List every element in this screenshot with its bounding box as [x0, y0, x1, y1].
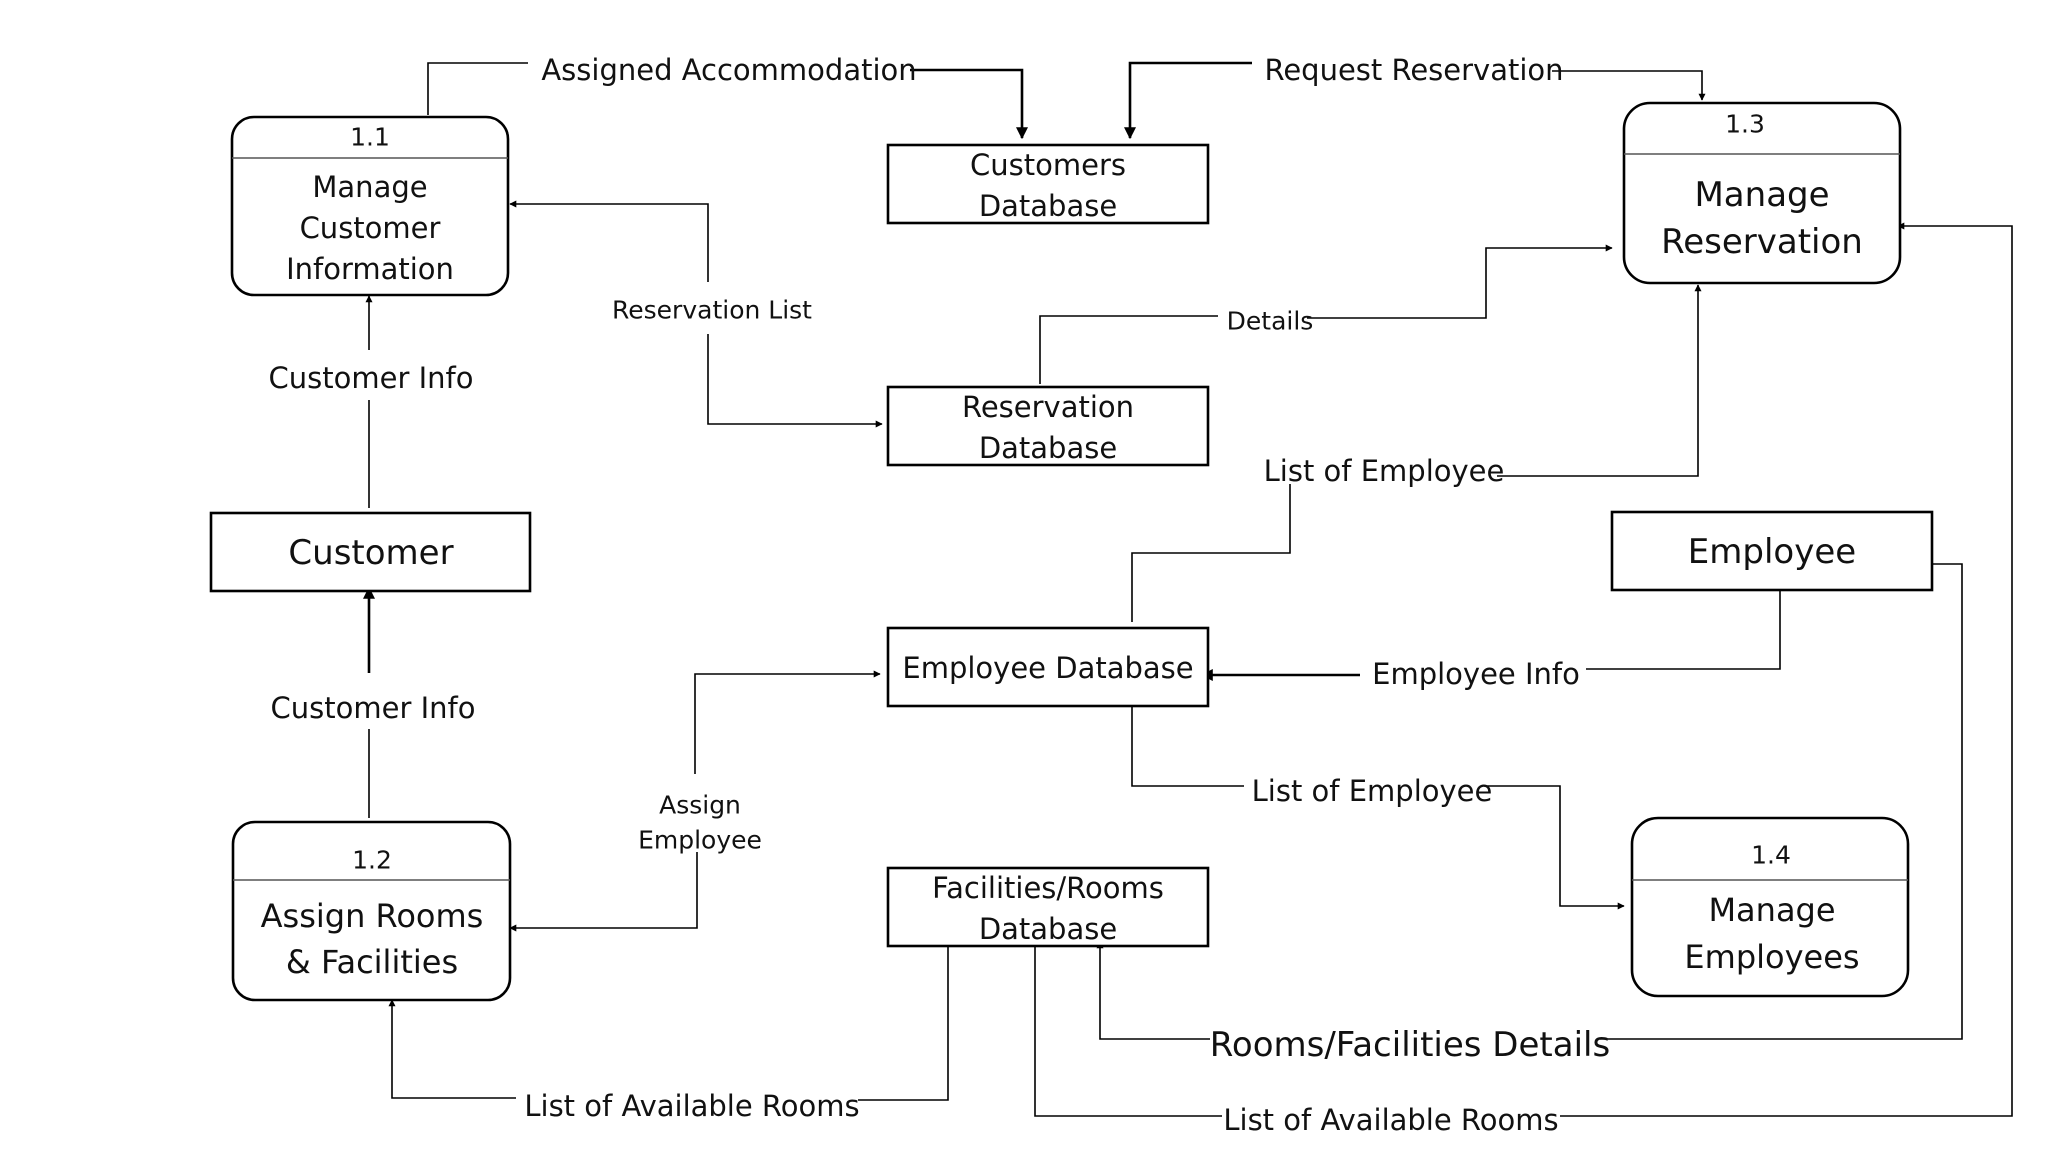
flow-label-reservation-list: Reservation List [612, 296, 812, 325]
flow-line-assign-employee-a [694, 670, 881, 774]
flow-line-assign-employee-b [509, 852, 698, 932]
process-1-2-label-line2: & Facilities [286, 943, 458, 981]
flow-label-list-of-employee-top: List of Employee [1264, 454, 1505, 488]
flow-labels: Assigned Accommodation Request Reservati… [269, 53, 1611, 1137]
process-1-3-label-line1: Manage [1694, 175, 1829, 215]
process-1-1-shape [230, 115, 510, 297]
process-1-1: 1.1 Manage Customer Information [230, 115, 510, 297]
flow-line-available-rooms-left-a [858, 942, 949, 1101]
process-1-2: 1.2 Assign Rooms & Facilities [231, 820, 512, 1002]
flow-label-request-reservation: Request Reservation [1264, 53, 1563, 87]
process-1-4-label-line1: Manage [1708, 891, 1835, 929]
store-reservation-database-line1: Reservation [962, 390, 1134, 424]
flow-label-list-available-rooms-right: List of Available Rooms [1223, 1103, 1558, 1137]
store-employee-database-shape [886, 626, 1210, 708]
flow-line-request-reservation-b [1552, 70, 1706, 101]
store-facilities-rooms-database-line2: Database [979, 912, 1117, 946]
flow-label-assign-employee-line2: Employee [638, 826, 762, 855]
flow-line-employee-info-a [1586, 588, 1781, 670]
flow-line-rooms-facilities-a [1600, 563, 1963, 1040]
process-1-2-shape [231, 820, 512, 1002]
store-facilities-rooms-database-line1: Facilities/Rooms [932, 871, 1164, 905]
process-1-2-id: 1.2 [352, 846, 392, 875]
process-1-3-shape [1622, 101, 1902, 285]
store-customers-database-shape [886, 143, 1210, 225]
flow-line-reservation-list-a [509, 200, 709, 282]
flow-line-rooms-facilities-b [1096, 941, 1210, 1040]
flow-line-reservation-list-b [707, 334, 883, 428]
store-reservation-database: Reservation Database [886, 385, 1210, 467]
flow-label-customer-info-top: Customer Info [269, 361, 474, 395]
process-1-2-label-line1: Assign Rooms [261, 897, 484, 935]
entity-customer-shape [209, 511, 532, 593]
store-facilities-rooms-database-shape [886, 866, 1210, 948]
flow-label-customer-info-bottom: Customer Info [271, 691, 476, 725]
flow-label-rooms-facilities-details: Rooms/Facilities Details [1210, 1025, 1610, 1065]
flow-label-list-available-rooms-left: List of Available Rooms [524, 1089, 859, 1123]
store-customers-database: Customers Database [886, 143, 1210, 225]
store-employee-database-line1: Employee Database [902, 651, 1193, 685]
flow-label-details: Details [1227, 307, 1314, 336]
process-1-4-label-line2: Employees [1684, 938, 1859, 976]
entity-customer-label: Customer [288, 533, 453, 573]
process-1-4: 1.4 Manage Employees [1630, 816, 1910, 998]
flow-line-details-a [1039, 315, 1218, 384]
flow-label-assign-employee-line1: Assign [659, 791, 741, 820]
process-1-1-label-line2: Customer [300, 211, 441, 245]
process-1-1-label-line3: Information [286, 252, 454, 286]
process-1-4-shape [1630, 816, 1910, 998]
flow-line-assigned-accommodation-b [910, 68, 1028, 140]
process-1-3-label-line2: Reservation [1661, 222, 1863, 262]
process-1-3: 1.3 Manage Reservation [1622, 101, 1902, 285]
flow-label-employee-info: Employee Info [1372, 657, 1580, 691]
store-facilities-rooms-database: Facilities/Rooms Database [886, 866, 1210, 948]
flow-line-list-employee-top-b [1497, 284, 1702, 477]
flow-line-available-rooms-right-b [1560, 222, 2013, 1117]
flow-line-available-rooms-left-b [388, 999, 516, 1099]
flow-label-list-of-employee-bottom: List of Employee [1252, 774, 1493, 808]
store-customers-database-line2: Database [979, 189, 1117, 223]
entity-employee: Employee [1610, 510, 1934, 592]
entity-employee-shape [1610, 510, 1934, 592]
flow-line-available-rooms-right-a [1034, 942, 1222, 1117]
flow-line-list-employee-bottom-b [1484, 785, 1625, 910]
process-1-4-id: 1.4 [1751, 841, 1791, 870]
flow-lines [363, 61, 2013, 1117]
entity-customer: Customer [209, 511, 532, 593]
flow-label-assigned-accommodation: Assigned Accommodation [541, 53, 916, 87]
flow-line-list-employee-bottom-a [1131, 704, 1244, 787]
process-1-1-id: 1.1 [350, 123, 390, 152]
store-employee-database: Employee Database [886, 626, 1210, 708]
flow-line-list-employee-top-a [1131, 484, 1291, 622]
flow-line-request-reservation-a [1124, 61, 1252, 140]
flow-line-assigned-accommodation-a [427, 62, 528, 115]
process-1-3-id: 1.3 [1725, 110, 1765, 139]
store-customers-database-line1: Customers [970, 148, 1126, 182]
entity-employee-label: Employee [1688, 532, 1856, 572]
flow-line-details-b [1307, 244, 1613, 319]
process-1-1-label-line1: Manage [312, 170, 427, 204]
store-reservation-database-line2: Database [979, 431, 1117, 465]
store-reservation-database-shape [886, 385, 1210, 467]
